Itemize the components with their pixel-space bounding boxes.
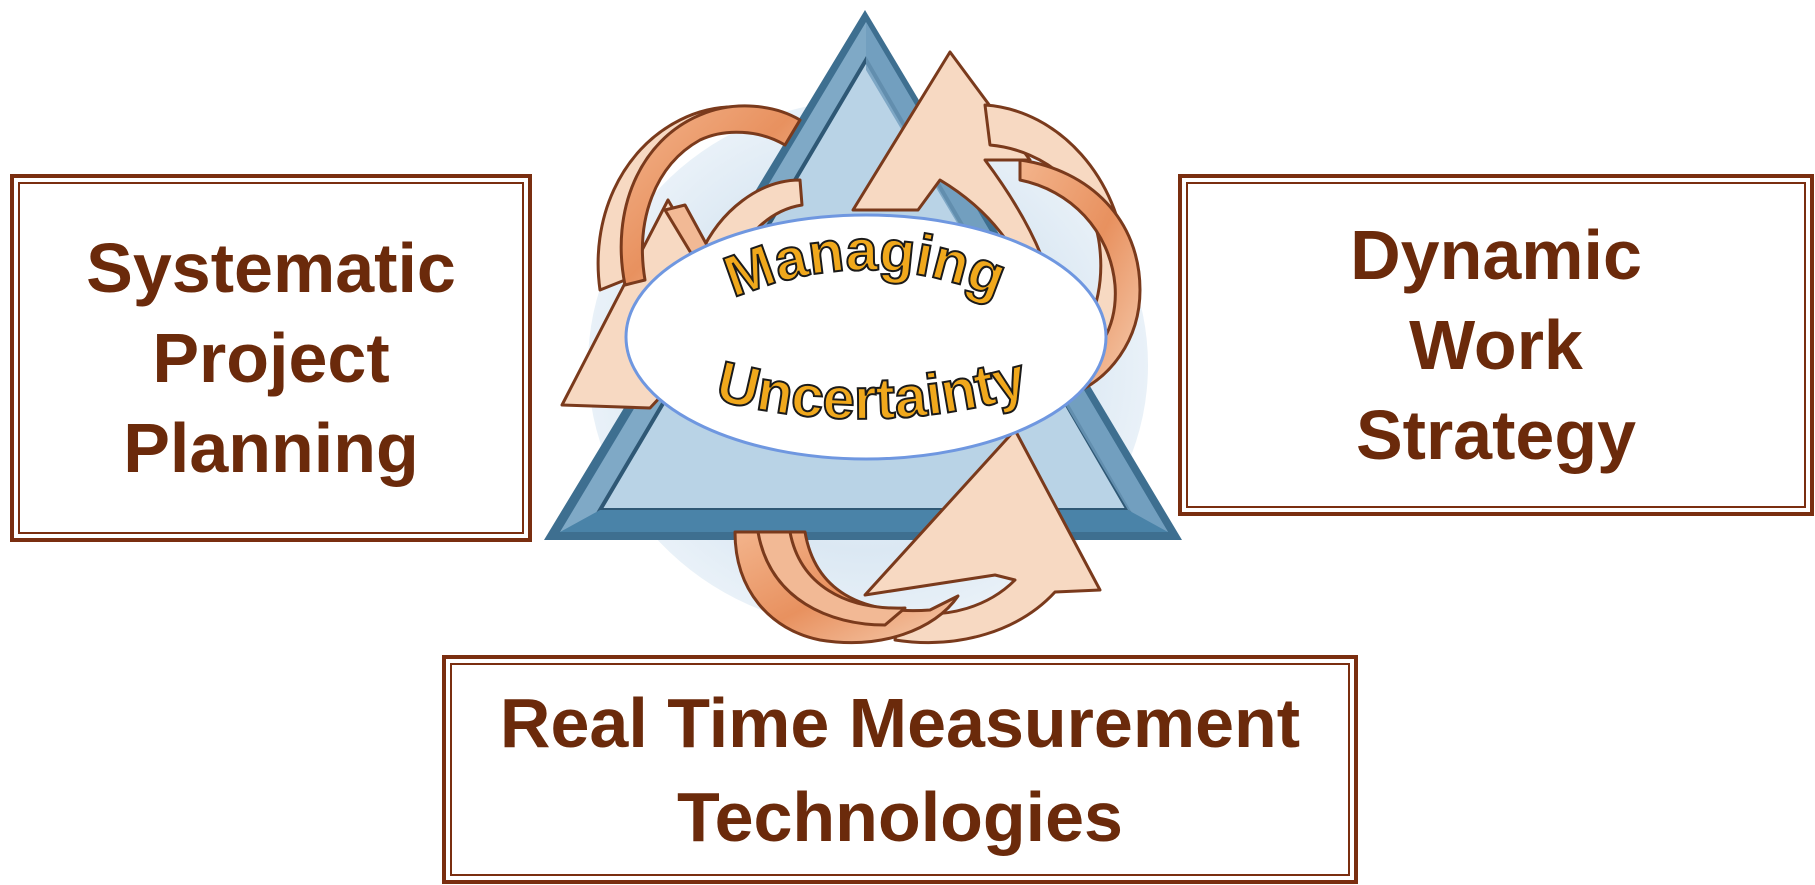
- box-right-line-3: Strategy: [1355, 396, 1637, 474]
- systematic-project-planning-box: Systematic Project Planning: [10, 174, 532, 542]
- box-left-line-1: Systematic: [86, 229, 456, 307]
- box-bottom-line-1: Real Time Measurement: [499, 683, 1301, 762]
- real-time-measurement-box: Real Time Measurement Technologies: [442, 655, 1358, 884]
- box-right-line-2: Work: [1409, 306, 1583, 384]
- box-left-line-2: Project: [152, 319, 390, 397]
- box-inner-frame: Dynamic Work Strategy: [1186, 182, 1806, 508]
- center-title-word1: Managing: [716, 218, 1015, 310]
- box-inner-frame: Systematic Project Planning: [18, 182, 524, 534]
- dynamic-work-strategy-box: Dynamic Work Strategy: [1178, 174, 1814, 516]
- center-title-word2: Uncertainty: [711, 345, 1032, 432]
- box-inner-frame: Real Time Measurement Technologies: [450, 663, 1350, 876]
- center-ellipse: [624, 213, 1108, 461]
- box-right-line-1: Dynamic: [1350, 216, 1642, 294]
- box-bottom-line-2: Technologies: [677, 777, 1123, 856]
- box-left-line-3: Planning: [123, 409, 419, 487]
